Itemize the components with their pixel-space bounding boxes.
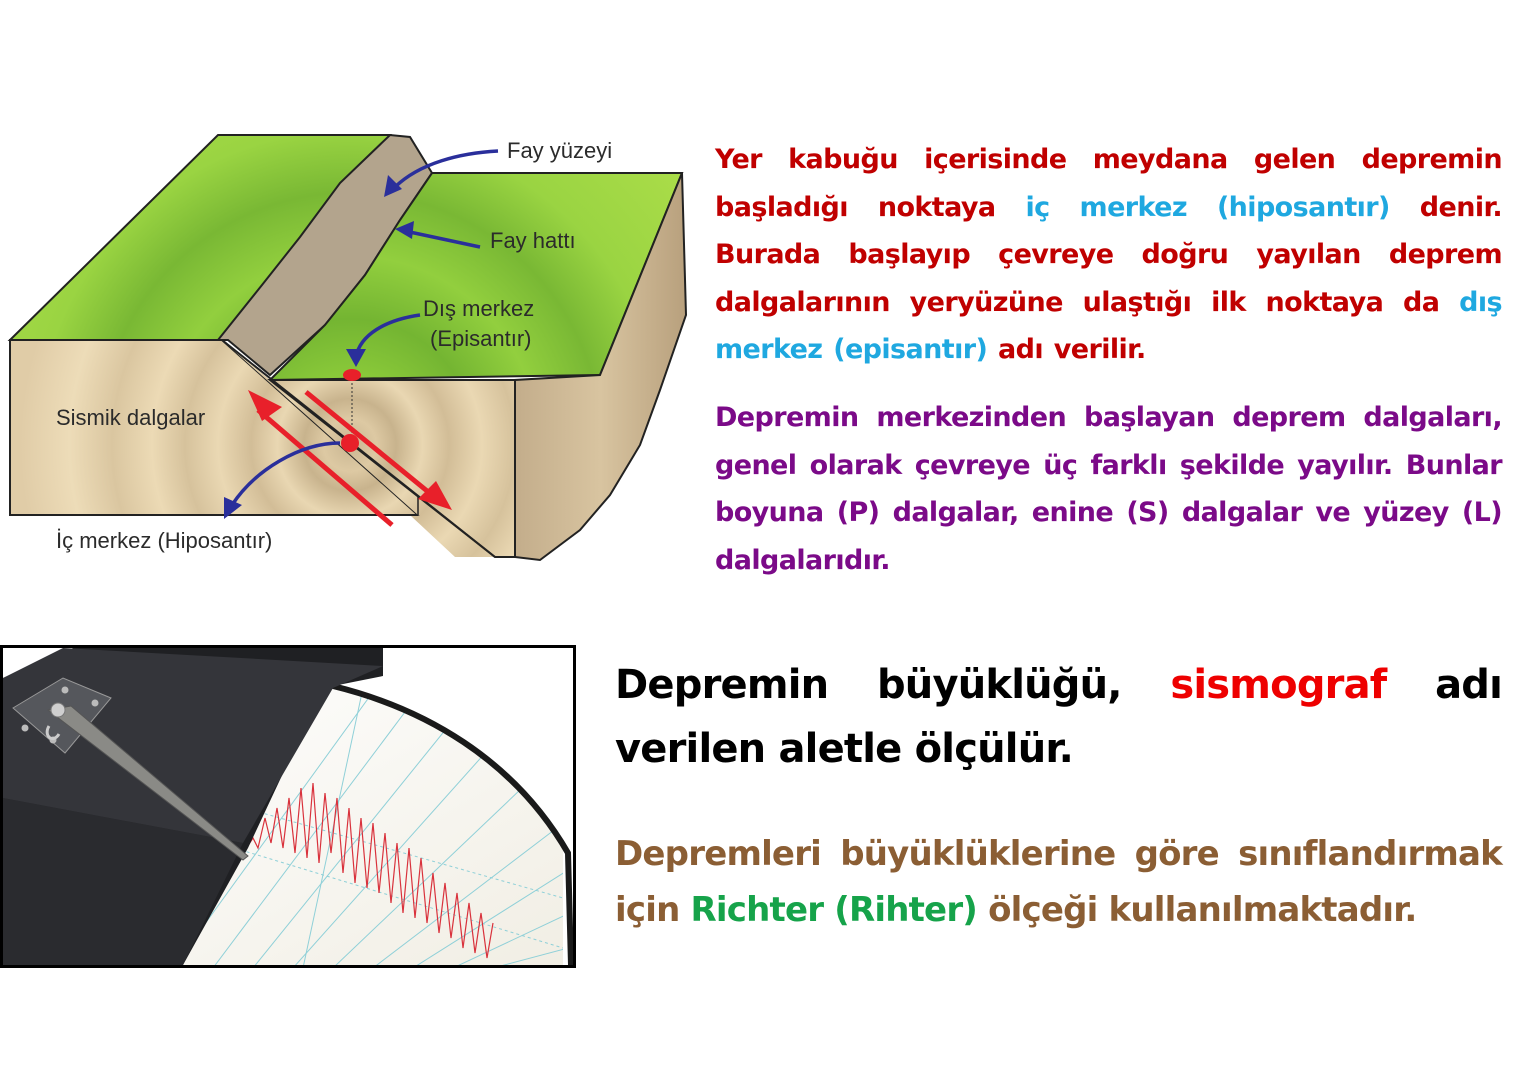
term-hypocenter: iç merkez (hiposantır) [1025, 191, 1390, 223]
text: Depremleri büyüklüklerine göre sınıfland… [615, 834, 1503, 930]
term-epicenter: dış merkez (episantır) [715, 286, 1503, 366]
text: ölçeği kullanılmaktadır. [977, 890, 1417, 930]
term-richter: Richter (Rihter) [690, 890, 978, 930]
label-seismic-waves: Sismik dalgalar [56, 405, 206, 430]
term-seismograph: sismograf [1170, 662, 1387, 708]
text: denir. Burada başlayıp çevreye doğru yay… [715, 191, 1503, 318]
text: adı verilen aletle ölçülür. [615, 662, 1503, 772]
label-fault-surface: Fay yüzeyi [507, 138, 613, 163]
label-epicenter: Dış merkez [423, 296, 535, 321]
label-epicenter-alt: (Episantır) [430, 326, 532, 351]
paragraph-hypocenter-epicenter: Yer kabuğu içerisinde meydana gelen depr… [715, 136, 1503, 374]
paragraph-richter-scale: Depremleri büyüklüklerine göre sınıfland… [615, 826, 1503, 938]
earthquake-fault-diagram: Fay yüzeyi Fay hattı Dış merkez (Episant… [0, 125, 700, 575]
text: Yer kabuğu içerisinde meydana gelen depr… [715, 144, 1503, 223]
text: adı verilir. [987, 334, 1146, 365]
paragraph-wave-types: Depremin merkezinden başlayan deprem dal… [715, 402, 1503, 576]
seismograph-image [0, 645, 576, 968]
text: Depremin büyüklüğü, [615, 662, 1171, 708]
paragraph-seismograph: Depremin büyüklüğü, sismograf adı verile… [615, 653, 1503, 781]
label-hypocenter: İç merkez (Hiposantır) [56, 528, 273, 553]
label-fault-line: Fay hattı [490, 228, 576, 253]
